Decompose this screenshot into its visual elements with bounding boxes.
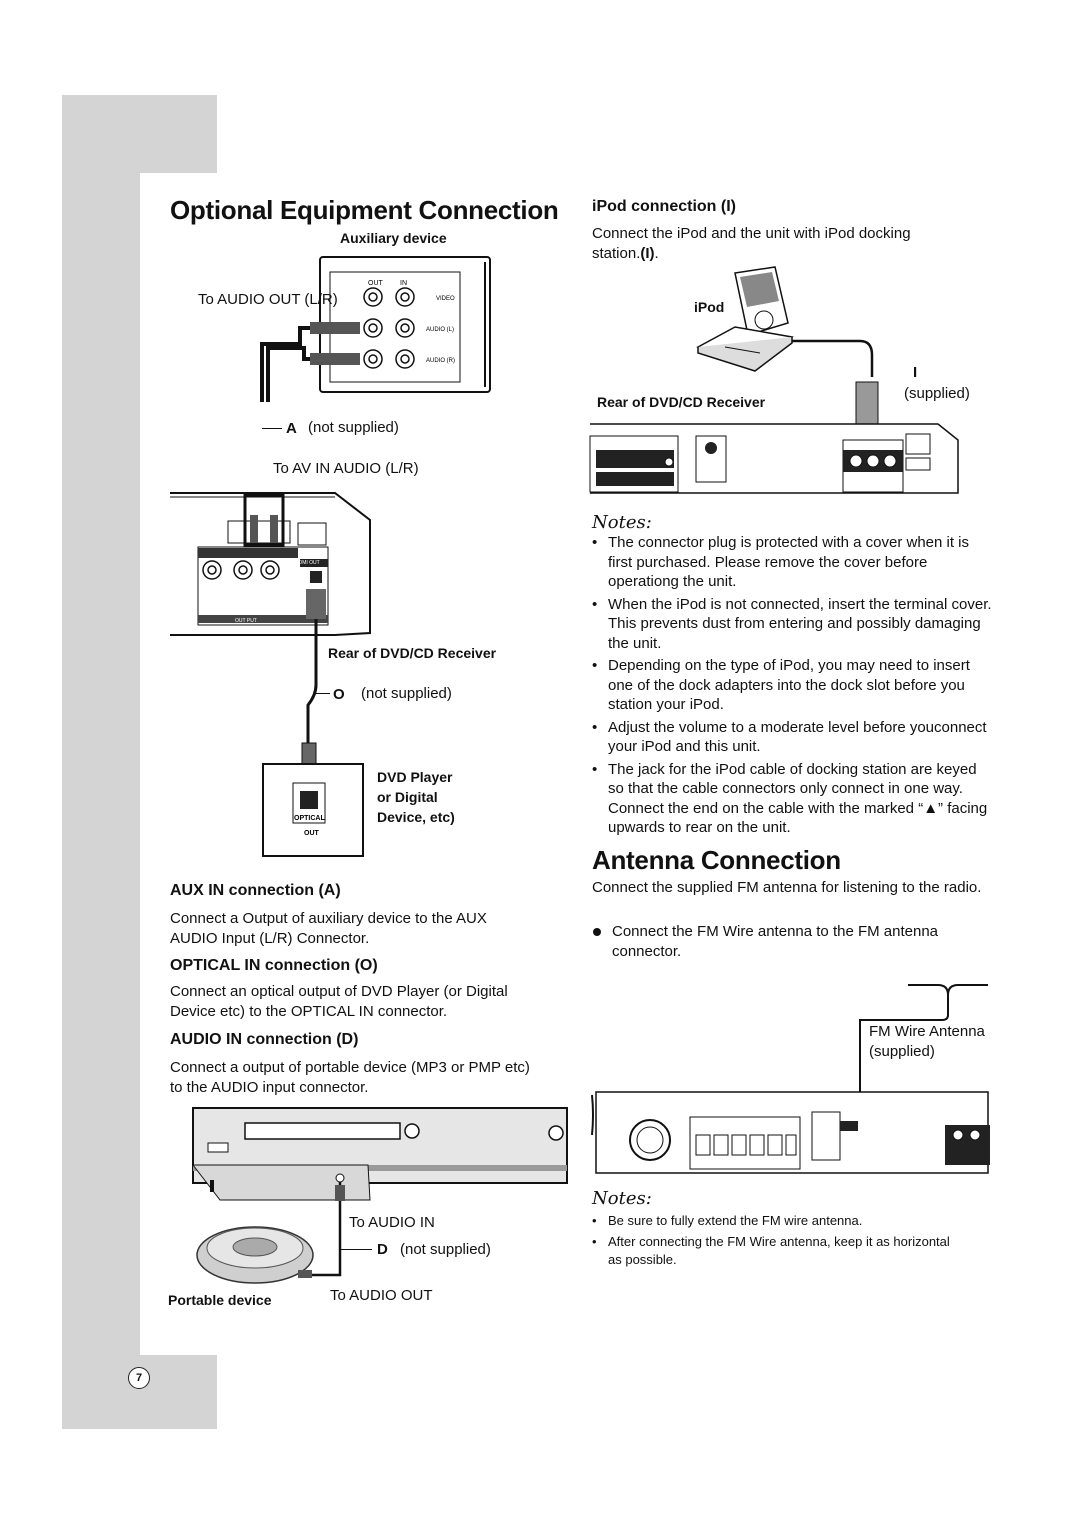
optical-in-text: Connect an optical output of DVD Player … — [170, 983, 508, 1020]
fm-antenna-label: FM Wire Antenna — [869, 1023, 985, 1040]
dvd-player-label: DVD Player or Digital Device, etc) — [377, 769, 455, 825]
antenna-bullet-dot — [593, 928, 601, 936]
rear-panel-ipod — [589, 381, 959, 494]
to-audio-out-lr-label: To AUDIO OUT (L/R) — [198, 291, 338, 308]
aux-jack-in: IN — [400, 280, 407, 287]
portable-device-label: Portable device — [168, 1292, 272, 1308]
optical-in-heading: OPTICAL IN connection (O) — [170, 957, 378, 974]
rear-receiver-label-right: Rear of DVD/CD Receiver — [597, 394, 766, 410]
aux-jack-audio-l: AUDIO (L) — [426, 327, 454, 333]
rear-output-label: OUT PUT — [235, 618, 257, 624]
front-panel-portable-diagram — [191, 1107, 568, 1284]
antenna-note-1: Be sure to fully extend the FM wire ante… — [592, 1212, 952, 1230]
rear-receiver-label-left: Rear of DVD/CD Receiver — [328, 645, 497, 661]
ipod-note-2: When the iPod is not connected, insert t… — [592, 595, 992, 654]
audio-in-heading: AUDIO IN connection (D) — [170, 1031, 359, 1048]
cable-d-letter: D — [377, 1241, 388, 1258]
to-av-in-audio-label: To AV IN AUDIO (L/R) — [273, 460, 419, 477]
aux-in-text: Connect a Output of auxiliary device to … — [170, 910, 487, 947]
cable-i-note: (supplied) — [904, 385, 970, 402]
antenna-note-2: After connecting the FM Wire antenna, ke… — [592, 1233, 952, 1269]
antenna-intro: Connect the supplied FM antenna for list… — [592, 879, 982, 896]
page-number: 7 — [128, 1367, 150, 1389]
optional-equipment-title: Optional Equipment Connection — [170, 195, 559, 225]
ipod-heading: iPod connection (I) — [592, 198, 736, 215]
aux-jack-audio-r: AUDIO (R) — [426, 358, 455, 364]
aux-jack-out: OUT — [368, 280, 384, 287]
ipod-text: Connect the iPod and the unit with iPod … — [592, 225, 911, 262]
ipod-note-1: The connector plug is protected with a c… — [592, 533, 992, 592]
cable-a-note: (not supplied) — [308, 419, 399, 436]
optical-jack-label: OPTICAL — [294, 815, 325, 822]
cable-d-leader — [340, 1249, 372, 1250]
auxiliary-device-label: Auxiliary device — [340, 230, 447, 246]
aux-jack-video: VIDEO — [436, 296, 455, 302]
to-audio-in-label: To AUDIO IN — [349, 1214, 435, 1231]
optical-cable-and-dvd-device: OPTICAL OUT — [262, 655, 364, 857]
aux-in-heading: AUX IN connection (A) — [170, 882, 341, 899]
cable-a-letter: A — [286, 420, 297, 437]
audio-in-text: Connect a output of portable device (MP3… — [170, 1059, 530, 1096]
to-audio-out-label: To AUDIO OUT — [330, 1287, 433, 1304]
ipod-note-5: The jack for the iPod cable of docking s… — [592, 760, 992, 838]
ipod-notes-list: The connector plug is protected with a c… — [592, 533, 992, 841]
antenna-bullet-text: Connect the FM Wire antenna to the FM an… — [612, 923, 939, 960]
antenna-title: Antenna Connection — [592, 845, 841, 875]
ipod-device-label: iPod — [694, 299, 725, 315]
ipod-note-3: Depending on the type of iPod, you may n… — [592, 656, 992, 715]
fm-antenna-note: (supplied) — [869, 1043, 935, 1060]
fm-antenna-diagram — [591, 984, 990, 1174]
ipod-dock-diagram — [696, 266, 874, 377]
cable-o-note: (not supplied) — [361, 685, 452, 702]
antenna-notes-title: Notes: — [592, 1188, 652, 1209]
auxiliary-device-diagram: OUT IN VIDEO AUDIO (L) AUDIO (R) — [260, 256, 491, 402]
antenna-notes-list: Be sure to fully extend the FM wire ante… — [592, 1212, 952, 1272]
cable-o-leader — [315, 693, 330, 694]
receiver-rear-panel-left: HDMI OUT OUT PUT — [170, 492, 371, 660]
ipod-note-4: Adjust the volume to a moderate level be… — [592, 718, 992, 757]
cable-i-letter: I — [913, 364, 918, 381]
cable-d-note: (not supplied) — [400, 1241, 491, 1258]
rear-hdmi-label: HDMI OUT — [295, 560, 320, 566]
optical-out-label: OUT — [304, 830, 320, 837]
ipod-notes-title: Notes: — [592, 512, 652, 533]
cable-o-letter: O — [333, 686, 345, 703]
cable-a-leader — [262, 428, 282, 429]
